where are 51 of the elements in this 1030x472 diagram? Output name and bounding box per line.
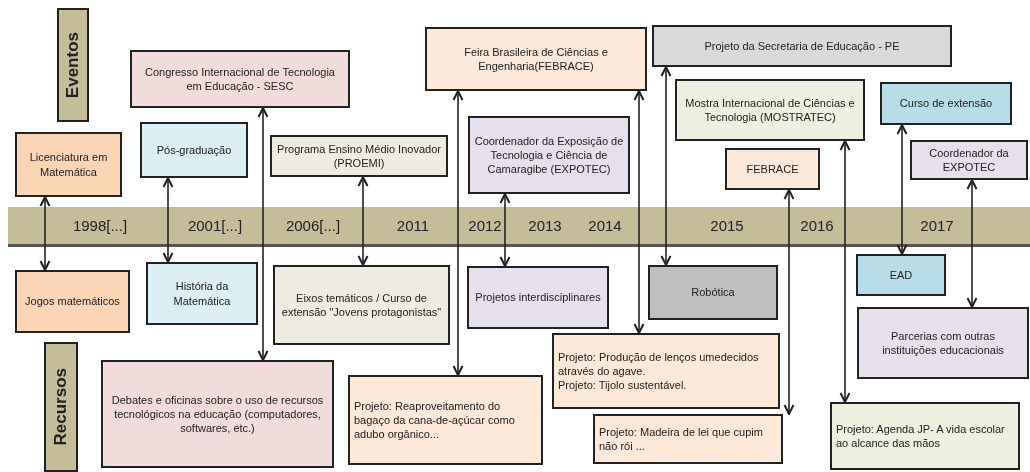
- year-label: 2006[...]: [285, 217, 341, 234]
- resource-box: [552, 333, 780, 409]
- double-arrow: [896, 124, 908, 255]
- double-arrow: [452, 90, 464, 376]
- event-box: Mostra Internacional de Ciências e Tecnologia (MOSTRATEC): [675, 79, 865, 141]
- double-arrow: [162, 177, 174, 263]
- year-label: 2012: [468, 217, 502, 234]
- resource-box: Projeto: Madeira de lei que cupim não rói ...: [593, 414, 783, 464]
- resource-box: História da Matemática: [146, 262, 258, 325]
- event-box: Coordenador da Exposição de Tecnologia e Ciência de Camaragibe (EXPOTEC): [468, 116, 630, 194]
- year-label: 2016: [800, 217, 834, 234]
- year-label: 2014: [588, 217, 622, 234]
- double-arrow: [499, 193, 511, 267]
- year-label: 2017: [920, 217, 954, 234]
- year-label: 2011: [396, 217, 430, 234]
- event-box: Projeto da Secretaria de Educação - PE: [652, 25, 952, 67]
- section-band: [57, 8, 89, 122]
- year-label: 1998[...]: [72, 217, 128, 234]
- double-arrow: [633, 90, 645, 334]
- double-arrow: [839, 140, 851, 403]
- event-box: Feira Brasileira de Ciências e Engenharia(FEBRACE): [425, 27, 647, 91]
- project-text: Projeto: Produção de lenços umedecidos através do agave.: [558, 349, 760, 379]
- event-box: Coordenador da EXPOTEC: [910, 140, 1028, 180]
- resource-box: Debates e oficinas sobre o uso de recursos tecnológicos na educação (computadores, softwares, etc.): [101, 360, 334, 468]
- resource-box: Projeto: Agenda JP- A vida escolar ao alcance das mãos: [830, 402, 1020, 470]
- event-box: Pós-graduação: [140, 122, 248, 178]
- double-arrow: [966, 179, 978, 308]
- resource-box: Projetos interdisciplinares: [467, 266, 609, 329]
- resource-box: Jogos matemáticos: [15, 270, 130, 333]
- year-label: 2013: [528, 217, 562, 234]
- resource-box: Projeto: Reaproveitamento do bagaço da cana-de-açúcar como adubo orgânico...: [348, 375, 543, 465]
- event-box: Curso de extensão: [880, 82, 1012, 125]
- double-arrow: [39, 196, 51, 271]
- project-text: Projeto: Tijolo sustentável.: [558, 378, 687, 393]
- event-box: Programa Ensino Médio Inovador (PROEMI): [270, 135, 448, 177]
- double-arrow: [357, 176, 369, 266]
- event-box: Congresso Internacional de Tecnologia em Educação - SESC: [130, 50, 350, 108]
- event-box: Licenciatura em Matemática: [15, 132, 122, 197]
- section-band: [44, 342, 78, 472]
- section-title: Recursos: [51, 368, 71, 446]
- double-arrow: [660, 66, 672, 266]
- resource-box: Eixos temáticos / Curso de extensão "Jovens protagonistas": [273, 265, 450, 345]
- double-arrow: [783, 189, 795, 415]
- year-label: 2015: [710, 217, 744, 234]
- year-label: 2001[...]: [187, 217, 243, 234]
- resource-box: EAD: [856, 254, 946, 296]
- resource-box: Parcerias com outras instituições educacionais: [857, 307, 1029, 379]
- section-title: Eventos: [63, 31, 83, 99]
- event-box: FEBRACE: [725, 148, 820, 190]
- resource-box: Robótica: [648, 265, 778, 320]
- double-arrow: [257, 107, 269, 361]
